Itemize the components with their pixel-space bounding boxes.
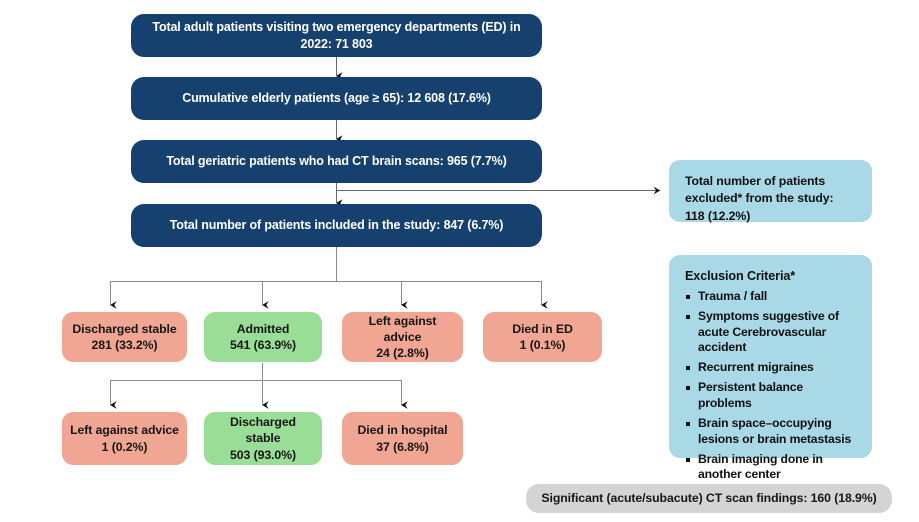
outcome-value: 24 (2.8%) (376, 346, 429, 361)
outcome-left-against-advice-admitted[interactable]: Left against advice 1 (0.2%) (62, 412, 187, 465)
outcome-label: Left against advice (70, 423, 179, 438)
exclusion-criteria-item: Recurrent migraines (685, 360, 857, 376)
excluded-line-3: 118 (12.2%) (685, 208, 751, 223)
outcome-label: Left against advice (368, 313, 437, 344)
flow-node-ct-scans[interactable]: Total geriatric patients who had CT brai… (131, 140, 542, 183)
outcome-died-in-hospital[interactable]: Died in hospital 37 (6.8%) (342, 412, 463, 465)
exclusion-criteria-box[interactable]: Exclusion Criteria* Trauma / fall Sympto… (669, 255, 872, 481)
excluded-line-2: excluded* from the study: (685, 191, 834, 206)
outcome-label: Died in ED (512, 321, 573, 336)
outcome-value: 1 (0.1%) (519, 338, 566, 352)
outcome-left-against-advice-ed[interactable]: Left against advice 24 (2.8%) (342, 312, 463, 362)
exclusion-criteria-item: Brain space–occupying lesions or brain m… (685, 416, 857, 447)
outcome-value: 1 (0.2%) (101, 439, 148, 454)
outcome-label: Discharged stable (230, 415, 296, 446)
exclusion-criteria-item: Symptoms suggestive of acute Cerebrovasc… (685, 309, 857, 356)
footer-note-box[interactable]: Significant (acute/subacute) CT scan fin… (526, 484, 892, 513)
flow-node-ct-scans-label: Total geriatric patients who had CT brai… (166, 154, 507, 169)
outcome-value: 37 (6.8%) (376, 439, 429, 454)
flow-node-elderly[interactable]: Cumulative elderly patients (age ≥ 65): … (131, 77, 542, 120)
footer-note-label: Significant (acute/subacute) CT scan fin… (541, 491, 877, 506)
flow-node-included[interactable]: Total number of patients included in the… (131, 204, 542, 247)
outcome-label: Admitted (236, 321, 290, 336)
outcome-discharged-stable-admitted[interactable]: Discharged stable 503 (93.0%) (204, 412, 322, 465)
outcome-discharged-stable-ed[interactable]: Discharged stable 281 (33.2%) (62, 312, 187, 362)
outcome-value: 541 (63.9%) (230, 338, 296, 352)
exclusion-criteria-item: Brain imaging done in another center (685, 452, 857, 483)
exclusion-criteria-list: Trauma / fall Symptoms suggestive of acu… (685, 289, 857, 483)
exclusion-criteria-item: Trauma / fall (685, 289, 857, 305)
flow-node-included-label: Total number of patients included in the… (169, 218, 504, 233)
outcome-value: 281 (33.2%) (91, 338, 158, 352)
exclusion-criteria-title: Exclusion Criteria* (685, 269, 796, 283)
excluded-line-1: Total number of patients (685, 174, 826, 188)
flow-node-total-adults[interactable]: Total adult patients visiting two emerge… (131, 14, 542, 57)
outcome-label: Discharged stable (72, 321, 177, 336)
excluded-patients-box[interactable]: Total number of patients excluded* from … (669, 160, 872, 223)
outcome-died-in-ed[interactable]: Died in ED 1 (0.1%) (483, 312, 602, 362)
outcome-label: Died in hospital (357, 423, 448, 438)
outcome-admitted[interactable]: Admitted 541 (63.9%) (204, 312, 322, 362)
outcome-value: 503 (93.0%) (230, 447, 296, 462)
flow-node-total-adults-label: Total adult patients visiting two emerge… (152, 20, 521, 51)
exclusion-criteria-item: Persistent balance problems (685, 380, 857, 411)
flow-node-elderly-label: Cumulative elderly patients (age ≥ 65): … (182, 91, 491, 106)
